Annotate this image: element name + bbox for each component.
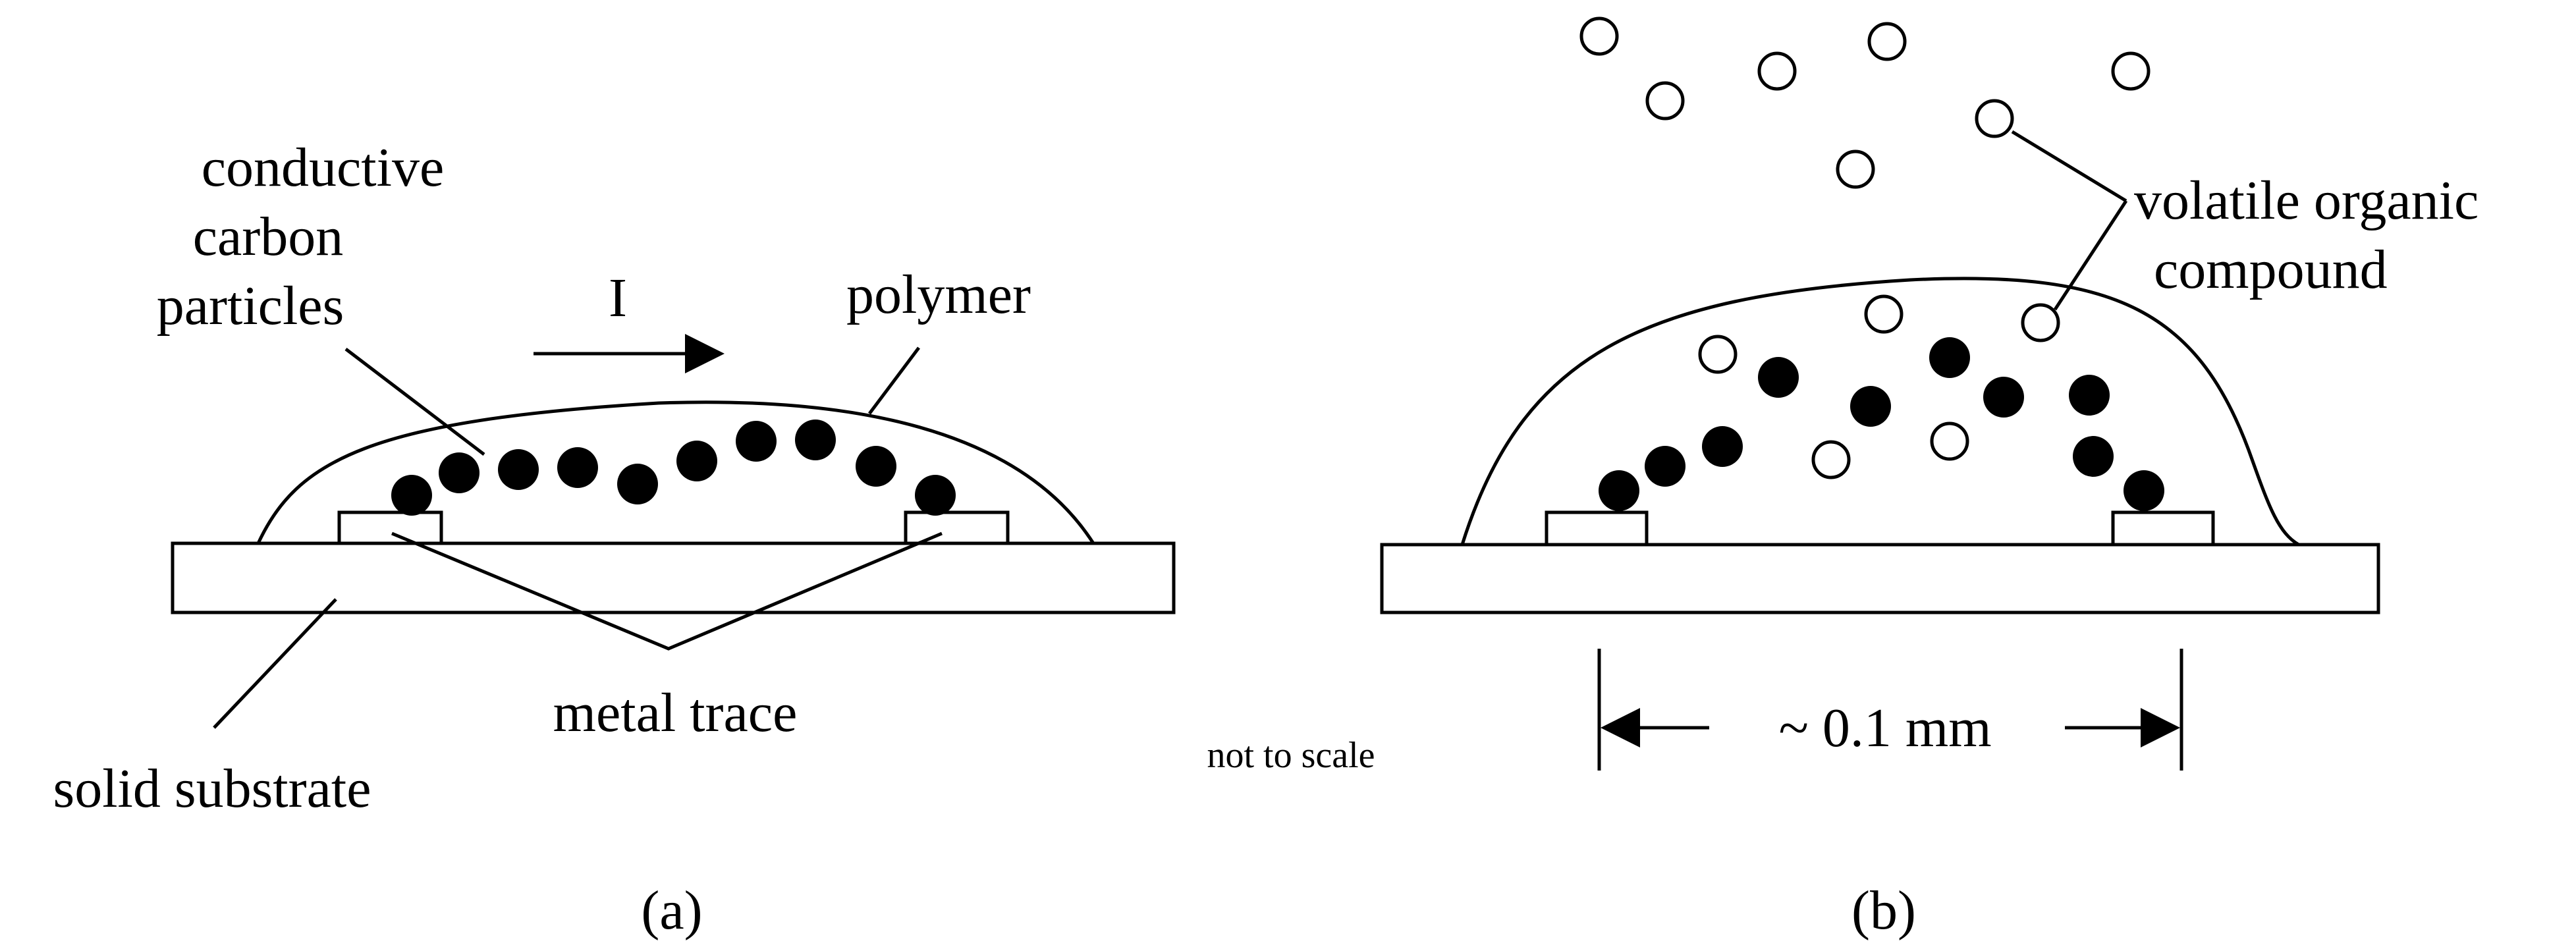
carbon-particle	[617, 464, 658, 504]
carbon-particle	[736, 421, 777, 462]
leader-substrate	[213, 598, 337, 729]
label-polymer: polymer	[846, 264, 1031, 325]
label-dimension: ~ 0.1 mm	[1778, 697, 1991, 759]
voc-molecule	[1930, 421, 1969, 461]
carbon-particle	[2124, 470, 2164, 511]
panel-b: volatile organic compound ~ 0.1 mm (b)	[1380, 16, 2479, 941]
substrate-a	[171, 541, 1176, 614]
carbon-particle	[1850, 386, 1891, 427]
carbon-particle	[856, 446, 896, 487]
leader-metal	[391, 531, 943, 651]
carbon-particle	[1983, 377, 2024, 418]
label-voc-line1: volatile organic	[2134, 170, 2479, 231]
label-particles-line2: carbon	[193, 206, 344, 267]
voc-molecules-air	[1579, 16, 2151, 189]
metal-trace-right-a	[904, 510, 1010, 545]
metal-trace-left-a	[337, 510, 443, 545]
voc-molecule	[1757, 51, 1797, 91]
voc-molecule	[1579, 16, 1619, 56]
voc-molecule	[1645, 81, 1685, 121]
carbon-particle	[391, 475, 432, 516]
caption-a: (a)	[641, 880, 702, 941]
voc-molecules-inside	[1698, 294, 2060, 479]
label-particles-line3: particles	[157, 275, 344, 337]
carbon-particle	[439, 452, 480, 493]
carbon-particles-a	[391, 420, 956, 516]
voc-molecule	[1867, 22, 1907, 61]
metal-trace-left-b	[1545, 510, 1649, 547]
leader-particles	[344, 348, 485, 456]
carbon-particle	[498, 449, 539, 490]
label-particles-line1: conductive	[202, 137, 445, 198]
voc-molecule	[1864, 294, 1904, 334]
carbon-particle	[1599, 470, 1639, 511]
carbon-particle	[915, 475, 956, 516]
current-arrow-head	[685, 334, 725, 373]
carbon-particle	[557, 447, 598, 488]
carbon-particle	[2073, 436, 2114, 477]
panel-a: conductive carbon particles I polymer me…	[53, 137, 1176, 941]
substrate-b	[1380, 543, 2380, 614]
metal-trace-right-b	[2111, 510, 2215, 547]
dimension-arrow-left-head	[1601, 708, 1640, 747]
voc-molecule	[2021, 303, 2060, 342]
label-current: I	[609, 267, 627, 329]
caption-b: (b)	[1851, 880, 1916, 941]
leader-polymer	[868, 346, 920, 415]
voc-molecule	[1698, 335, 1738, 374]
carbon-particle	[2069, 375, 2110, 416]
carbon-particle	[1929, 337, 1970, 378]
polymer-dome-b	[1460, 277, 2300, 547]
voc-molecule	[1836, 149, 1875, 189]
leader-voc-inside	[2053, 200, 2128, 311]
voc-molecule	[1975, 99, 2014, 138]
carbon-particle	[1702, 426, 1743, 467]
carbon-particles-b	[1599, 337, 2164, 511]
label-voc-line2: compound	[2154, 239, 2388, 300]
carbon-particle	[676, 441, 717, 481]
voc-molecule	[1811, 440, 1851, 479]
label-substrate: solid substrate	[53, 758, 371, 819]
label-metal-trace: metal trace	[553, 682, 798, 744]
carbon-particle	[1758, 357, 1799, 398]
dimension-arrow-right-head	[2141, 708, 2180, 747]
carbon-particle	[795, 420, 836, 460]
voc-molecule	[2111, 51, 2151, 91]
leader-voc-air	[2011, 130, 2127, 203]
note-not-to-scale: not to scale	[1207, 735, 1375, 776]
carbon-particle	[1645, 446, 1685, 487]
polymer-dome-a	[256, 400, 1095, 545]
